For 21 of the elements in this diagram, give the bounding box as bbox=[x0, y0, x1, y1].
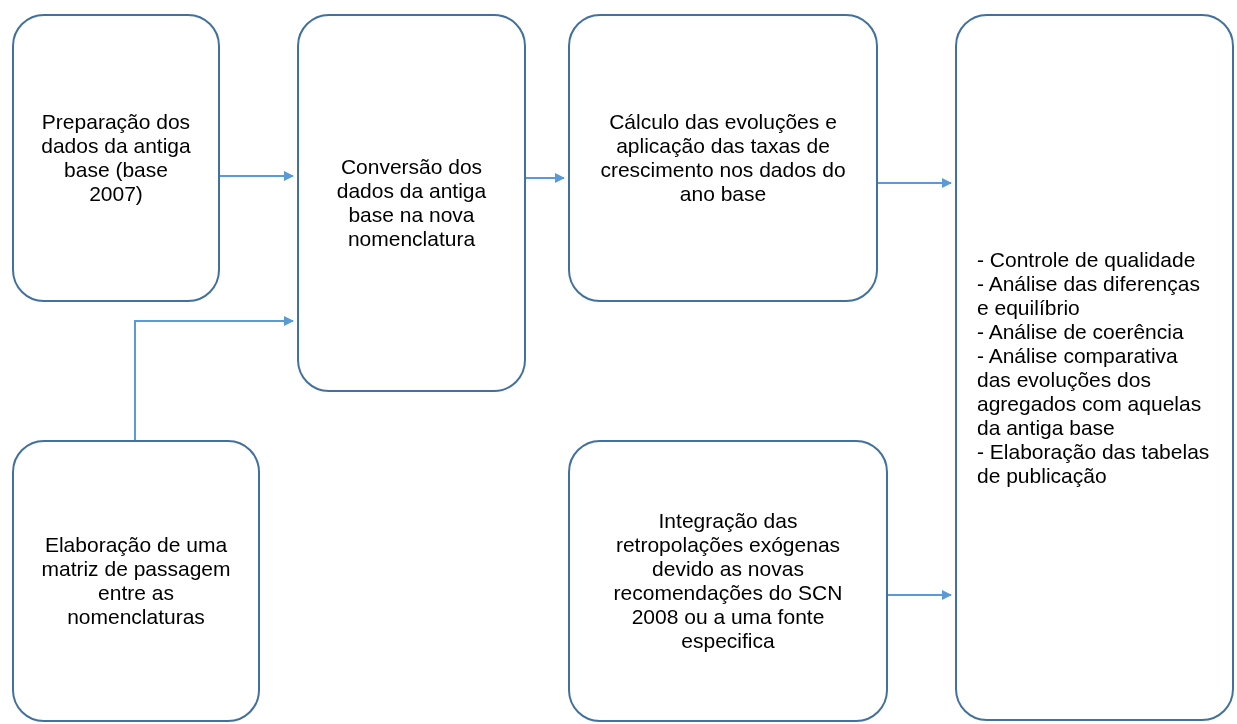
arrow bbox=[134, 316, 294, 441]
process-box bbox=[297, 14, 526, 392]
process-box bbox=[568, 14, 878, 302]
box-text: - Controle de qualidade bbox=[977, 247, 1197, 272]
box-text: - Elaboração das tabelas de publicação bbox=[977, 439, 1211, 488]
box-text: - Análise comparativa das evoluções dos agregados com aquelas da antiga base bbox=[977, 343, 1203, 440]
box-text: Elaboração de uma matriz de passagem entre as nomenclaturas bbox=[40, 533, 232, 629]
process-box bbox=[12, 14, 220, 302]
arrow bbox=[887, 590, 952, 600]
box-text: - Análise de coerência bbox=[977, 319, 1185, 344]
box-text: Integração das retropolações exógenas devido as novas recomendações do SCN 2008 ou a uma fonte especifica bbox=[612, 509, 844, 653]
box-text: Preparação dos dados da antiga base (base 2007) bbox=[41, 110, 191, 206]
arrow bbox=[877, 178, 952, 188]
process-box bbox=[12, 440, 260, 722]
process-box bbox=[568, 440, 888, 722]
process-box bbox=[955, 14, 1234, 721]
box-text: Cálculo das evoluções e aplicação das taxas de crescimento nos dados do ano base bbox=[599, 110, 847, 206]
arrow bbox=[525, 173, 565, 183]
arrow bbox=[219, 171, 294, 181]
box-text: Conversão dos dados da antiga base na nova nomenclatura bbox=[335, 155, 488, 251]
box-text: - Análise das diferenças e equilíbrio bbox=[977, 271, 1201, 320]
